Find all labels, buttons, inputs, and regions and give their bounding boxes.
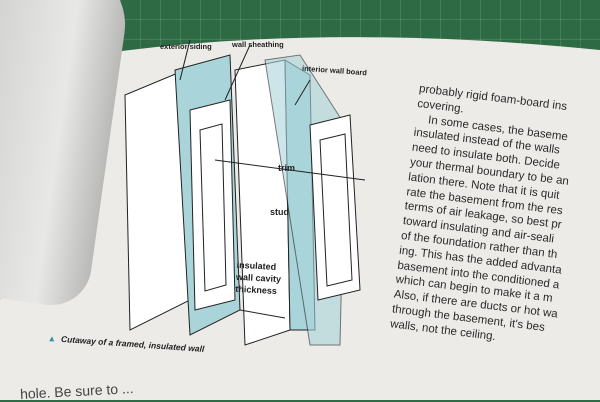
label-trim: trim xyxy=(278,163,296,173)
label-stud: stud xyxy=(270,207,289,217)
label-line: thickness xyxy=(235,283,278,296)
triangle-icon: ▲ xyxy=(47,333,57,344)
wall-cutaway-diagram xyxy=(124,39,366,346)
label-wall-sheathing: wall sheathing xyxy=(232,40,284,49)
label-exterior-siding: exterior siding xyxy=(160,42,212,51)
label-insulated-cavity: insulated wall cavity thickness xyxy=(235,259,282,297)
